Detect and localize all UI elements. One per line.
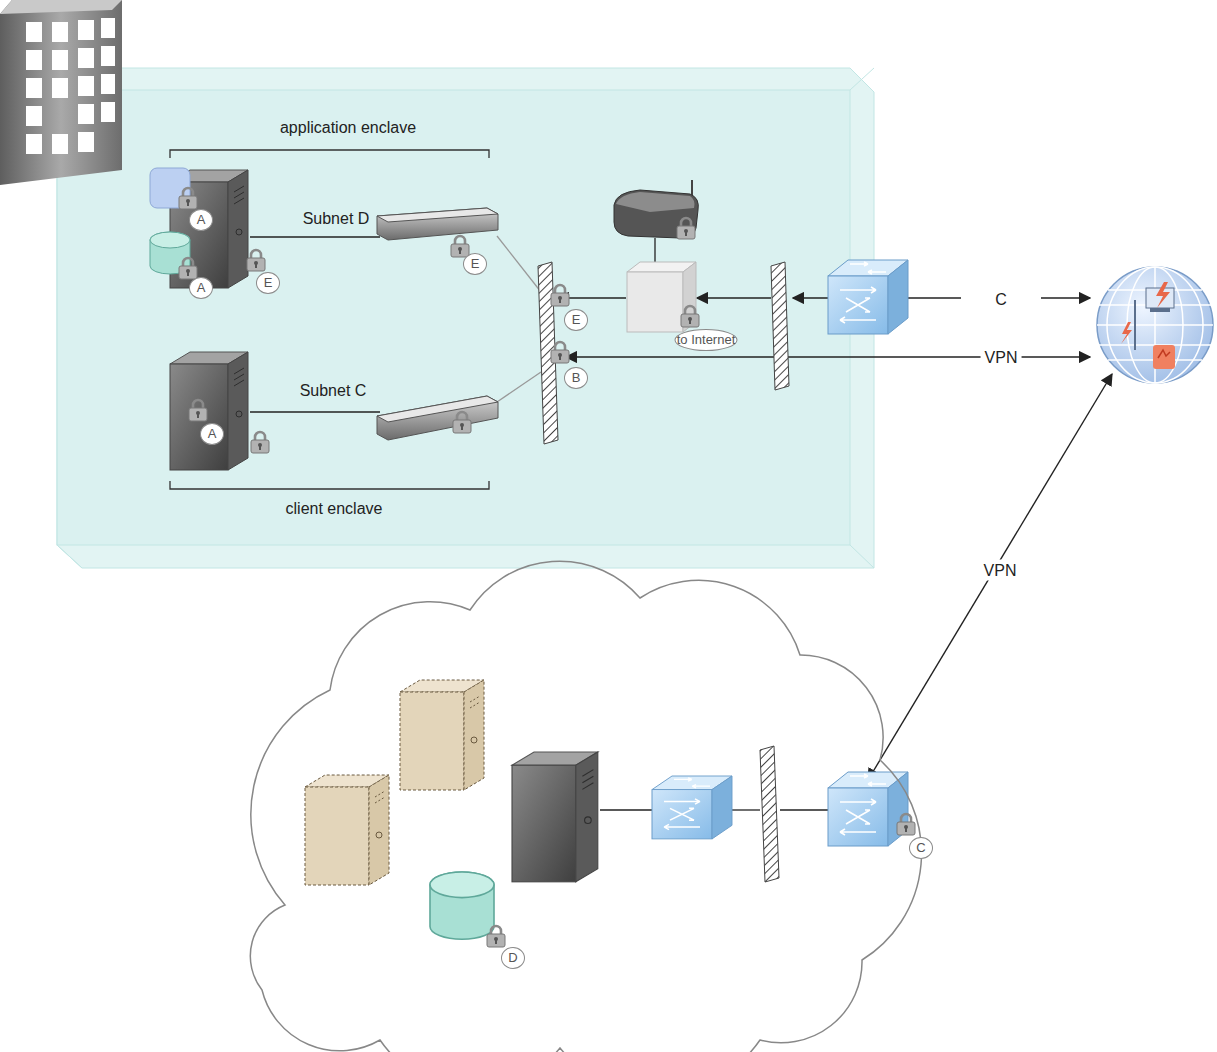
building-icon [26,50,42,70]
building-icon [26,78,42,98]
building-icon [101,46,115,66]
internet-globe [1097,267,1213,383]
subnet-switch [377,208,498,240]
subnet-switch [377,208,498,440]
traffic-arrow [793,297,830,298]
padlock-icon [551,342,569,363]
padlock-icon [453,412,471,433]
building-icon [78,20,94,40]
building-icon [52,78,68,98]
building-icon [26,106,42,126]
callout-letter: E [463,253,487,275]
site-volume [57,68,874,568]
subnet-switch [377,396,498,440]
building-icon [26,134,42,154]
internet-globe [1153,345,1175,369]
subnet-switch [377,396,498,422]
internet-globe [1097,267,1213,383]
link-label: C [961,289,1041,310]
cloud-outline [250,561,921,1052]
site-volume [57,68,874,568]
traffic-arrow [868,374,1112,780]
building-icon [78,76,94,96]
network-wire [497,372,541,402]
callout-letter: C [909,837,933,859]
building-icon [52,22,68,42]
padlock-icon [487,926,505,947]
wireless-router [614,190,698,238]
padlock-icon [179,258,197,279]
site-volume [850,545,874,568]
server-tower [170,352,248,470]
building-icon [52,50,68,70]
padlock-icon [247,250,265,271]
building-icon [26,18,115,154]
building-icon [101,74,115,94]
callout-letter: E [256,272,280,294]
padlock-icon [681,306,699,327]
subnet-switch [377,208,498,222]
callout-letter: E [564,309,588,331]
internet-globe [1156,282,1170,308]
building-icon [26,22,42,42]
callout-letter: D [501,947,525,969]
building-icon [0,0,122,185]
region-label: application enclave [280,118,416,137]
building-icon [0,0,122,14]
firewall [771,262,789,390]
internet-globe [1150,308,1170,312]
link-label: VPN [981,347,1022,368]
padlock-icon [179,188,915,947]
site-volume [850,68,874,90]
enclave-bracket [170,481,489,489]
region-label: Subnet D [303,209,370,228]
wireless-router [614,180,698,238]
site-volume [57,90,850,545]
building-icon [101,102,115,122]
padlock-icon [251,432,269,453]
network-wire [250,236,380,237]
callout-letter: to Internet [675,329,738,351]
padlock-icon [451,236,469,257]
region-label: client enclave [286,499,383,518]
traffic-arrow [697,297,771,298]
padlock-icon [897,814,915,835]
callout-letter: A [189,277,213,299]
internet-globe [1158,350,1170,358]
building-icon [52,134,68,154]
internet-globe [1097,324,1213,326]
ghost-server [305,775,389,885]
padlock-icon [677,218,695,239]
gateway-box [627,272,683,332]
callout-letter: A [200,423,224,445]
callout-letter: B [564,367,588,389]
padlock-icon [179,188,197,209]
internet-globe [1121,322,1132,344]
building-icon [101,18,115,38]
building-icon [78,48,94,68]
cloud-outline [250,561,921,1052]
network-wire [250,411,380,412]
callout-letter: A [189,209,213,231]
building-icon [78,104,94,124]
padlock-icon [551,285,569,306]
network-switch [828,260,908,334]
wireless-router [616,192,695,212]
region-label: Subnet C [300,381,367,400]
ghost-server [400,680,484,790]
link-label: VPN [980,560,1021,581]
padlock-icon [189,400,207,421]
building-icon [0,0,122,185]
internet-globe [1097,267,1213,383]
ghost-server [305,680,484,885]
network-wire [497,236,541,292]
enclave-bracket [170,150,489,158]
internet-globe [1134,300,1136,350]
enclave-bracket [170,150,489,489]
building-icon [78,132,94,152]
site-volume [57,545,82,568]
